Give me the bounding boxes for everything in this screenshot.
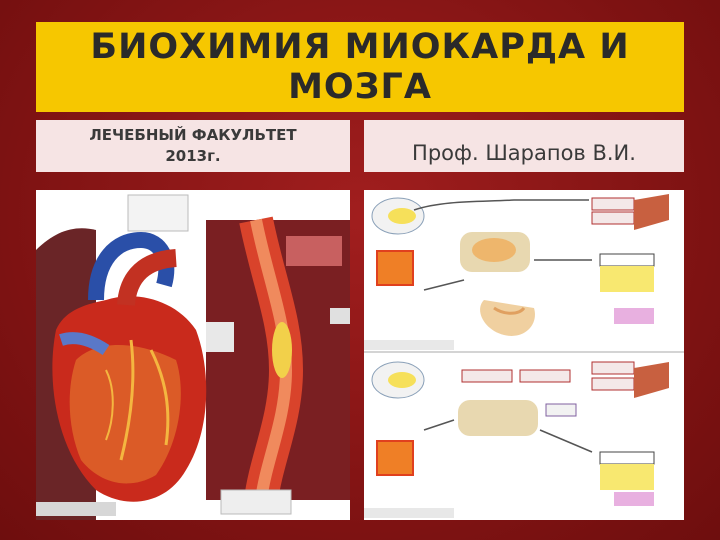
author-label: Проф. Шарапов В.И.: [412, 141, 636, 165]
year-label: 2013г.: [165, 147, 221, 165]
title-line-2: МОЗГА: [288, 67, 432, 107]
metabolism-diagram: [364, 190, 684, 520]
heart-illustration: [36, 190, 350, 520]
title-line-1: БИОХИМИЯ МИОКАРДА И: [90, 27, 630, 67]
author-box: Проф. Шарапов В.И.: [364, 120, 684, 172]
metabolism-diagram-graphic: [364, 190, 684, 520]
faculty-label: ЛЕЧЕБНЫЙ ФАКУЛЬТЕТ: [89, 126, 297, 144]
faculty-box: ЛЕЧЕБНЫЙ ФАКУЛЬТЕТ 2013г.: [36, 120, 350, 172]
heart-illustration-graphic: [36, 190, 350, 520]
